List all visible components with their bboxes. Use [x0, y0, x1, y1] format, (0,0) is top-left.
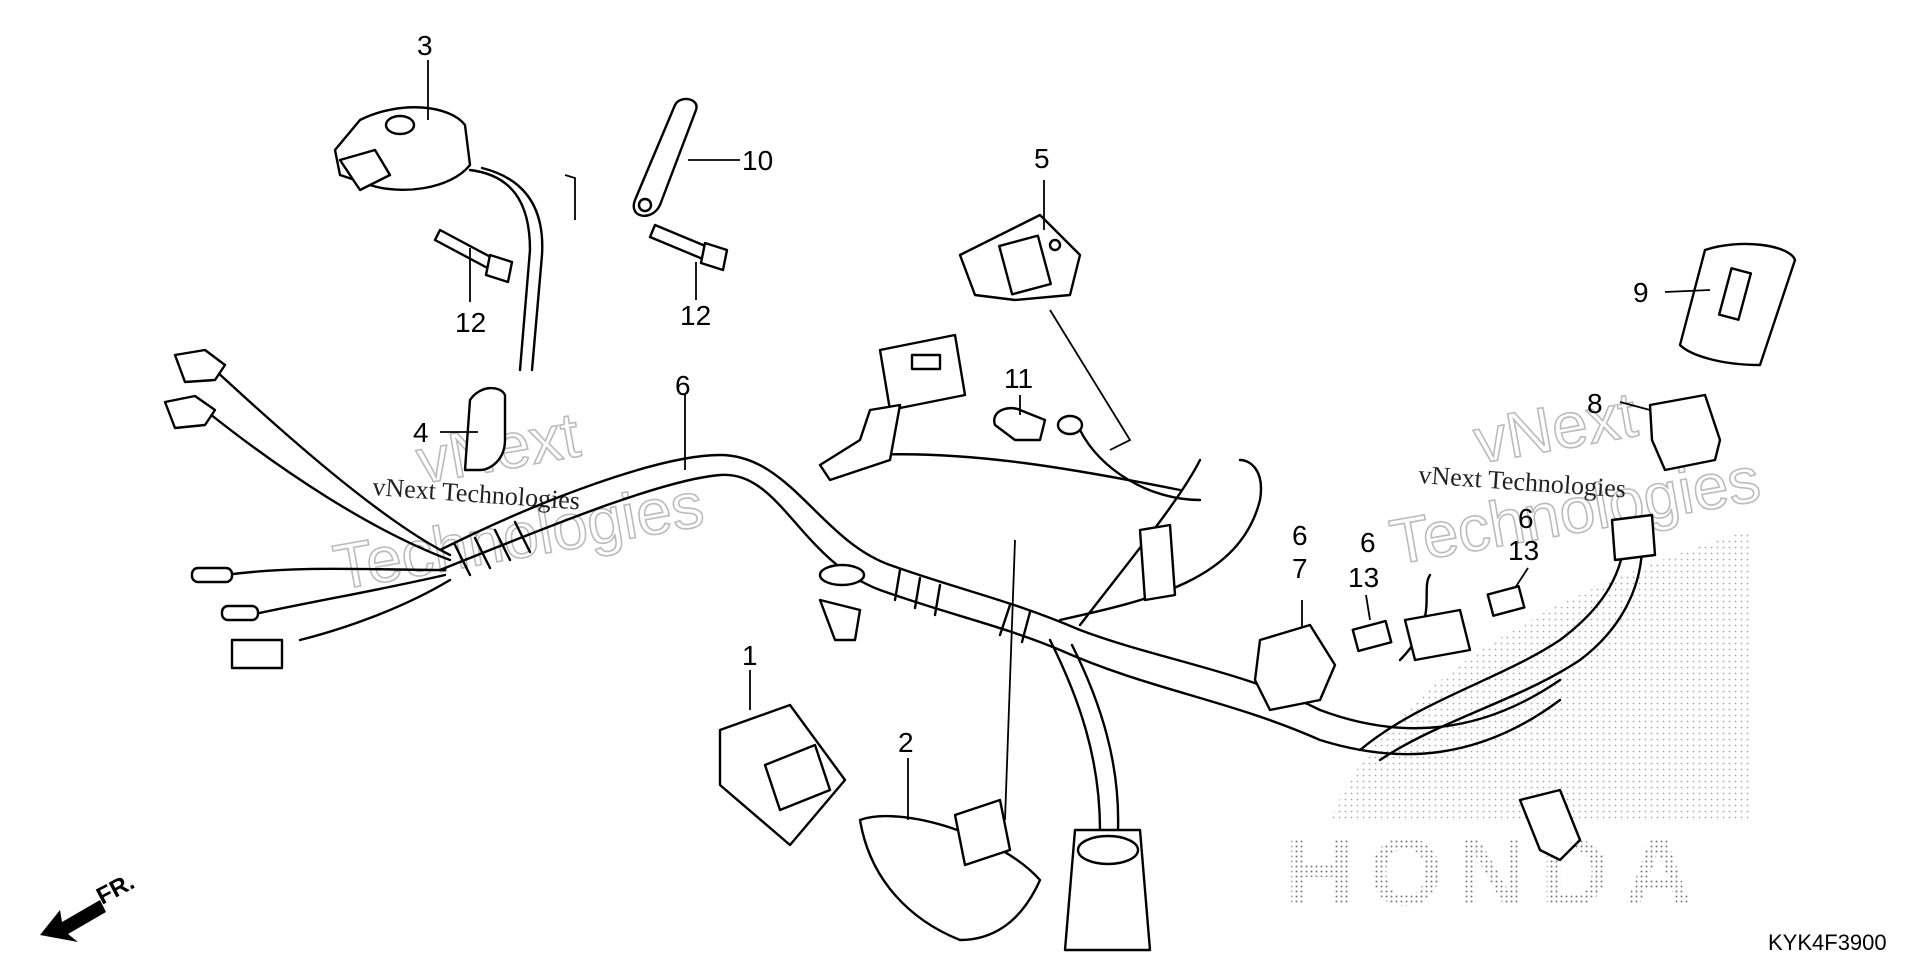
relay-cover-9 — [1678, 242, 1797, 367]
callout-6-left: 6 — [675, 370, 691, 401]
harness-connector-center — [1138, 523, 1177, 602]
connector-cover — [858, 798, 1042, 942]
terminal-bullet-1 — [190, 566, 234, 584]
stay-bracket — [632, 97, 698, 217]
callout-12-right: 12 — [680, 300, 711, 331]
fuse-13-left — [1351, 619, 1393, 653]
callout-4: 4 — [413, 417, 429, 448]
callout-11: 11 — [1004, 363, 1033, 394]
terminal-mid — [163, 394, 217, 430]
wire-harness — [163, 333, 1657, 952]
honda-brand-text: HONDA — [1285, 819, 1707, 926]
callout-10: 10 — [742, 145, 773, 176]
leader-lines — [427, 60, 1711, 821]
usb-socket — [878, 333, 967, 412]
bolt-12-left — [433, 228, 514, 284]
callout-8: 8 — [1587, 388, 1603, 419]
callout-6-mid: 6 — [1292, 520, 1308, 551]
callout-9: 9 — [1633, 277, 1649, 308]
harness-clip — [818, 598, 862, 642]
harness-connector-bottom-right — [1518, 788, 1582, 862]
terminal-coupler — [230, 638, 284, 670]
callout-1: 1 — [742, 640, 758, 671]
terminal-top — [173, 348, 227, 384]
terminal-bullet-2 — [220, 604, 260, 622]
callout-6-far-right: 6 — [1518, 503, 1534, 534]
relay-7 — [1253, 623, 1337, 712]
callout-7: 7 — [1292, 553, 1308, 584]
ignition-coil — [333, 106, 544, 372]
spark-plug-cap — [463, 386, 507, 472]
callout-6-right: 6 — [1360, 527, 1376, 558]
callout-2: 2 — [898, 727, 914, 758]
harness-band — [818, 563, 866, 587]
callout-13-right: 13 — [1508, 535, 1539, 566]
callouts: 3 10 12 12 4 6 5 11 1 2 6 7 6 13 6 13 8 … — [413, 30, 1649, 758]
harness-connector-small — [1403, 608, 1472, 662]
control-unit — [958, 213, 1082, 302]
arrow-icon — [40, 900, 106, 942]
watermark-large-3: vNext — [1468, 378, 1642, 477]
front-direction-arrow: FR. — [40, 868, 139, 942]
harness-connector-right — [1610, 513, 1657, 562]
dotted-shading — [1330, 530, 1750, 820]
bolt-12-right — [648, 223, 729, 272]
callout-3: 3 — [417, 30, 433, 61]
callout-12-left: 12 — [455, 307, 486, 338]
callout-5: 5 — [1034, 143, 1050, 174]
relay-8 — [1648, 393, 1722, 472]
callout-13-left: 13 — [1348, 562, 1379, 593]
diagram-code: KYK4F3900 — [1768, 930, 1887, 955]
relay-socket — [718, 703, 847, 847]
fuse-13-right — [1486, 585, 1526, 617]
bolt-11 — [993, 406, 1047, 442]
